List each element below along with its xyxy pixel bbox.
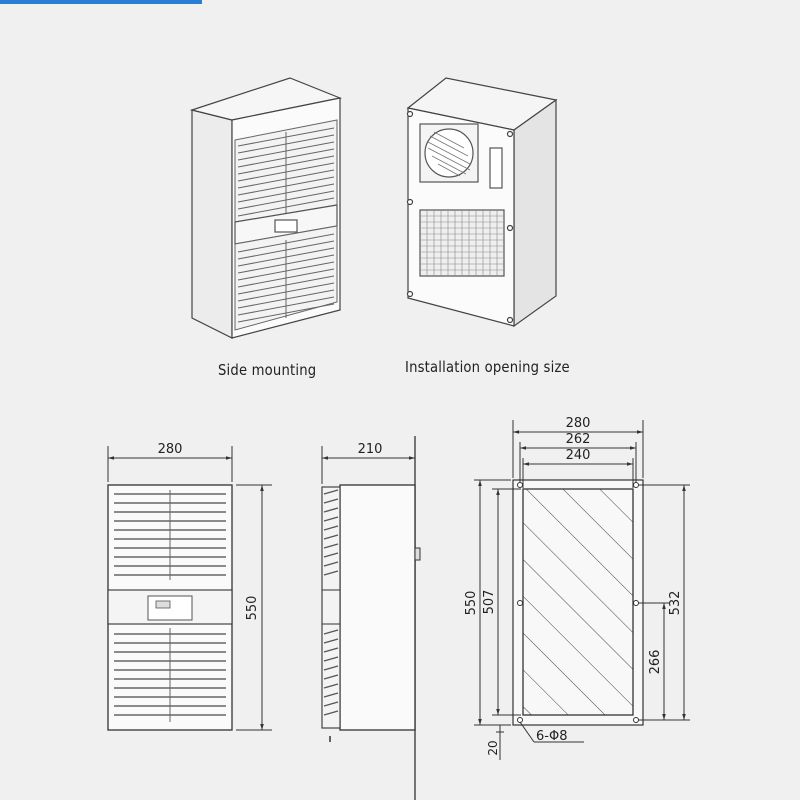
side-depth-label: 210	[358, 442, 383, 457]
opening-width-mid-label: 262	[566, 432, 591, 447]
accent-bar	[0, 0, 202, 4]
side-view-fins	[323, 489, 339, 716]
opening-width-inner-label: 240	[566, 448, 591, 463]
opening-hole-spacing-label: 532	[668, 591, 683, 616]
side-mounting-caption: Side mounting	[218, 361, 317, 379]
front-view: 280 550	[107, 442, 272, 731]
opening-cutout	[522, 488, 634, 716]
front-view-lower-grille	[114, 628, 226, 722]
front-height-label: 550	[245, 596, 260, 621]
opening-height-outer-label: 550	[464, 591, 479, 616]
installation-opening-caption: Installation opening size	[405, 358, 570, 376]
front-view-upper-grille	[114, 490, 226, 580]
side-view: 210	[321, 436, 421, 800]
iso-front-unit	[189, 77, 343, 339]
opening-bottom-offset-label: 20	[486, 740, 500, 755]
iso-front-display-icon	[274, 219, 298, 233]
opening-width-outer-label: 280	[566, 416, 591, 431]
iso-front-lower-grille	[234, 225, 338, 331]
opening-hole-mid-label: 266	[648, 650, 663, 675]
iso-back-unit	[406, 77, 558, 328]
iso-front-upper-grille	[234, 119, 338, 223]
opening-height-inner-label: 507	[482, 590, 497, 615]
opening-view: 280 262 240 550 507 532 266 20 6-Φ8	[464, 416, 690, 760]
front-width-label: 280	[158, 442, 183, 457]
opening-holes-label: 6-Φ8	[536, 729, 567, 744]
